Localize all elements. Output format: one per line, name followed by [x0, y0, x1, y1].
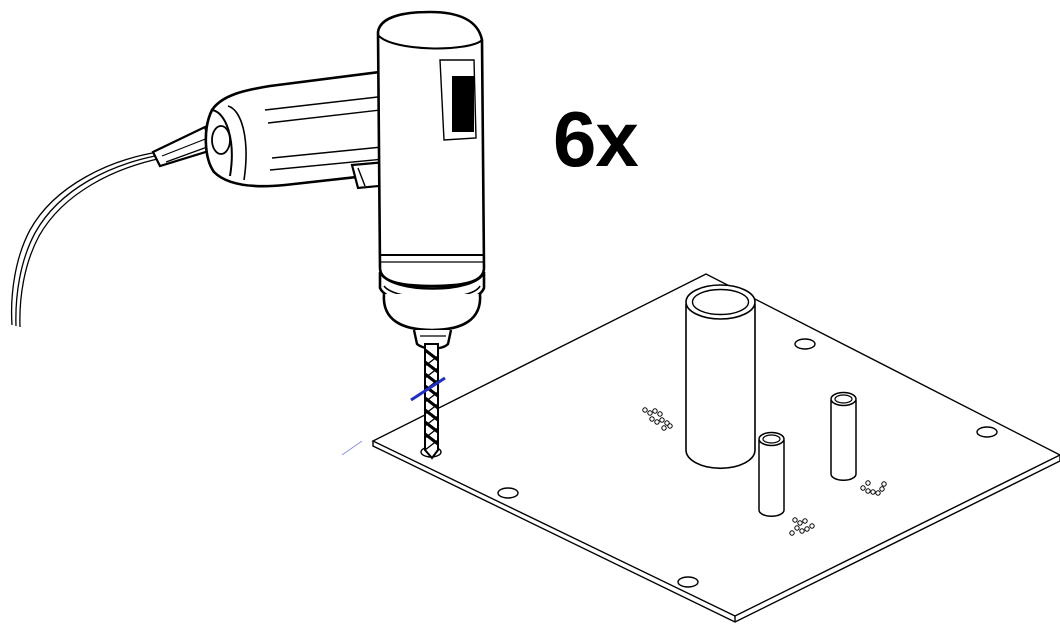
drill-bit: [424, 343, 439, 460]
drill-icon: [151, 10, 486, 460]
hole: [976, 426, 998, 438]
hole: [677, 576, 699, 588]
screw-cluster: [642, 407, 673, 431]
alignment-marker: [410, 376, 446, 402]
hole: [497, 487, 519, 499]
base-plate: [371, 273, 1060, 623]
hole: [794, 338, 816, 350]
guide-line: [341, 440, 363, 456]
mounting-holes: [420, 338, 998, 588]
quantity-label: 6x: [553, 95, 639, 183]
small-post: [830, 391, 857, 481]
plate-edge: [372, 441, 1060, 623]
small-post: [758, 431, 785, 517]
large-post: [685, 284, 756, 470]
screw-cluster: [860, 480, 887, 496]
screw-cluster: [789, 517, 815, 536]
power-cord: [10, 151, 163, 328]
